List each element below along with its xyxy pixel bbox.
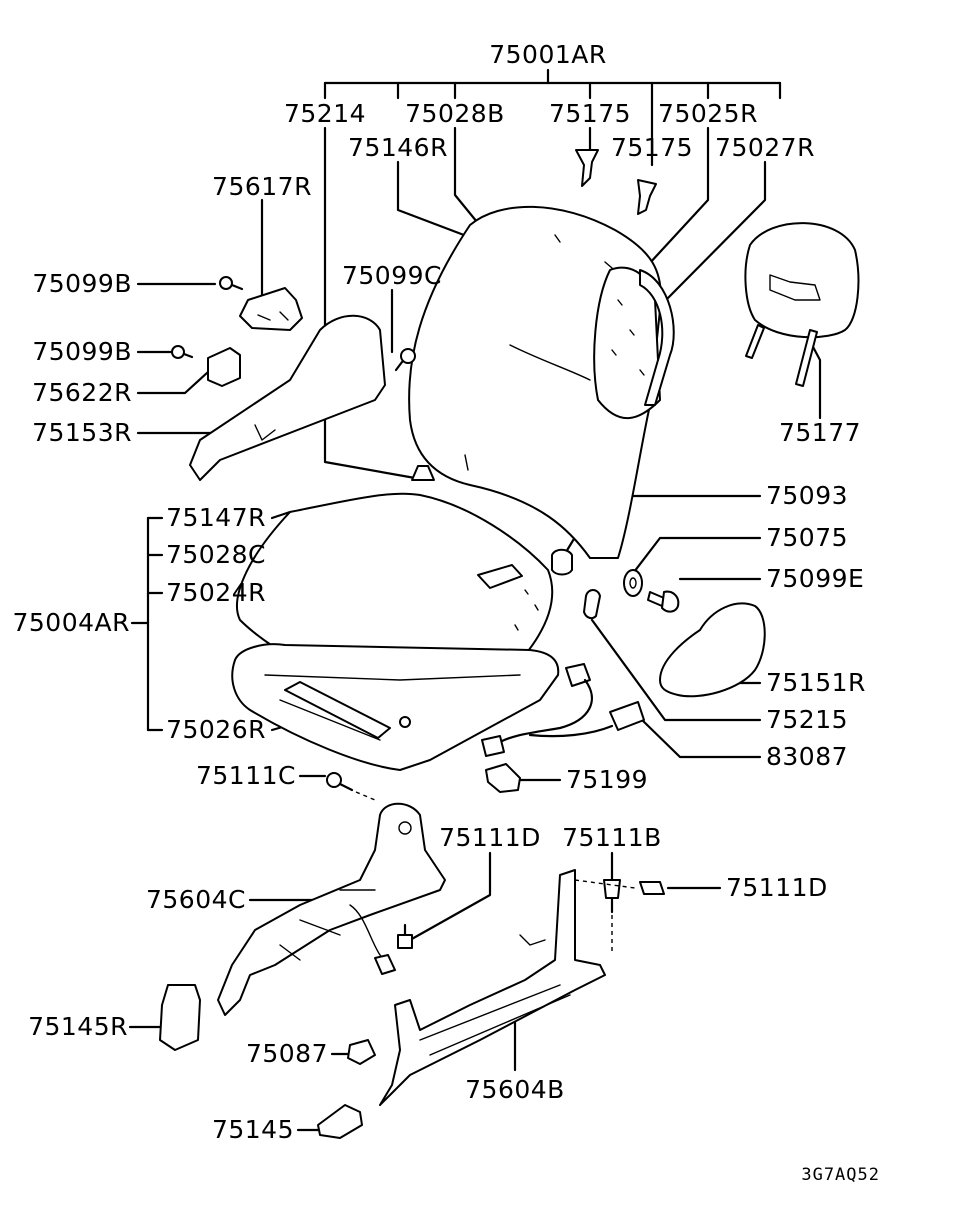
label-75028B: 75028B (405, 99, 505, 128)
bushing-75093 (551, 548, 573, 576)
label-75145: 75145 (212, 1115, 294, 1144)
label-75214: 75214 (284, 99, 366, 128)
screw-75099B-a (219, 276, 244, 291)
label-75604C: 75604C (146, 885, 246, 914)
label-75093: 75093 (766, 481, 848, 510)
cover-75622R (207, 347, 241, 387)
label-75175-b: 75175 (611, 133, 693, 162)
label-75199: 75199 (566, 765, 648, 794)
nut-75087 (347, 1039, 376, 1065)
screw-75111B (603, 879, 621, 955)
screw-75111D-a (397, 923, 413, 949)
label-75024R: 75024R (166, 578, 266, 607)
frame-rod (639, 269, 675, 406)
label-75087: 75087 (246, 1039, 328, 1068)
headrest (744, 222, 860, 387)
washer-75075 (623, 569, 643, 597)
label-75099E: 75099E (766, 564, 864, 593)
cover-75145 (317, 1104, 363, 1139)
label-75151R: 75151R (766, 668, 866, 697)
label-75604B: 75604B (465, 1075, 565, 1104)
label-75145R: 75145R (28, 1012, 128, 1041)
label-75111C: 75111C (196, 761, 296, 790)
clip-75175-a (575, 149, 599, 187)
label-75099B-a: 75099B (32, 269, 132, 298)
side-cover-75151R (659, 602, 766, 698)
seat-frame (231, 643, 560, 771)
label-75026R: 75026R (166, 715, 266, 744)
harness-83087 (481, 663, 645, 757)
pin-75215 (583, 589, 601, 620)
label-75177: 75177 (779, 418, 861, 447)
label-75075: 75075 (766, 523, 848, 552)
screw-75099B-b (171, 345, 194, 359)
label-75111D-b: 75111D (726, 873, 828, 902)
label-75111B: 75111B (562, 823, 662, 852)
cover-75617R (239, 287, 303, 331)
recliner-cover (189, 314, 386, 481)
label-75111D-a: 75111D (439, 823, 541, 852)
label-75153R: 75153R (32, 418, 132, 447)
diagram-code: 3G7AQ52 (801, 1165, 880, 1185)
rail-assembly-75604C (217, 802, 446, 1016)
label-75099B-b: 75099B (32, 337, 132, 366)
label-75099C: 75099C (342, 261, 442, 290)
screw-75099C (394, 348, 416, 372)
label-75028C: 75028C (166, 540, 266, 569)
part-labels: 75001AR 75214 75028B 75175 75025R 75146R… (12, 40, 880, 1185)
label-75175-a: 75175 (549, 99, 631, 128)
screw-75111D-b (574, 879, 665, 895)
grommet-75214 (411, 465, 435, 481)
label-75001AR: 75001AR (489, 40, 607, 69)
seat-back (408, 205, 662, 559)
cover-75145R (159, 984, 201, 1051)
rail-assembly-75604B (379, 869, 606, 1106)
label-75027R: 75027R (715, 133, 815, 162)
label-75025R: 75025R (658, 99, 758, 128)
label-75617R: 75617R (212, 172, 312, 201)
label-75215: 75215 (766, 705, 848, 734)
clip-75175-b (637, 179, 657, 215)
label-75004AR: 75004AR (12, 608, 130, 637)
clip-75199 (485, 763, 521, 793)
label-83087: 83087 (766, 742, 848, 771)
bolt-75099E (647, 590, 680, 613)
label-75147R: 75147R (166, 503, 266, 532)
bolt-75111C (326, 772, 376, 801)
label-75622R: 75622R (32, 378, 132, 407)
label-75146R: 75146R (348, 133, 448, 162)
